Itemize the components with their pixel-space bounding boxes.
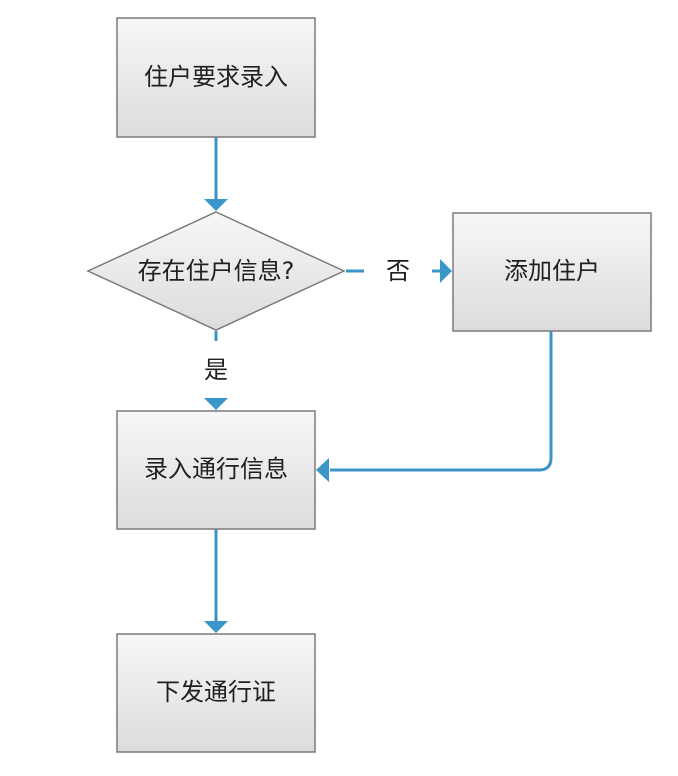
node-add-resident	[452, 212, 652, 332]
arrowhead-down	[204, 398, 228, 410]
arrowhead-left	[316, 458, 329, 482]
edge-yes-label: 是	[204, 356, 228, 384]
edge-add-to-enter	[330, 331, 553, 472]
arrowhead-down	[204, 621, 228, 633]
node-request	[116, 17, 316, 138]
arrowhead-right	[440, 259, 452, 283]
node-issue-pass-label: 下发通行证	[156, 678, 276, 706]
node-decision-label: 存在住户信息?	[138, 257, 295, 285]
node-enter-pass-info	[116, 410, 316, 530]
node-issue-pass	[116, 633, 316, 753]
node-enter-pass-info-label: 录入通行信息	[144, 455, 288, 483]
arrowhead-down	[204, 199, 228, 211]
node-decision	[86, 211, 346, 331]
node-add-resident-label: 添加住户	[504, 257, 600, 285]
edge-no-label: 否	[386, 257, 410, 285]
node-request-label: 住户要求录入	[144, 63, 288, 91]
